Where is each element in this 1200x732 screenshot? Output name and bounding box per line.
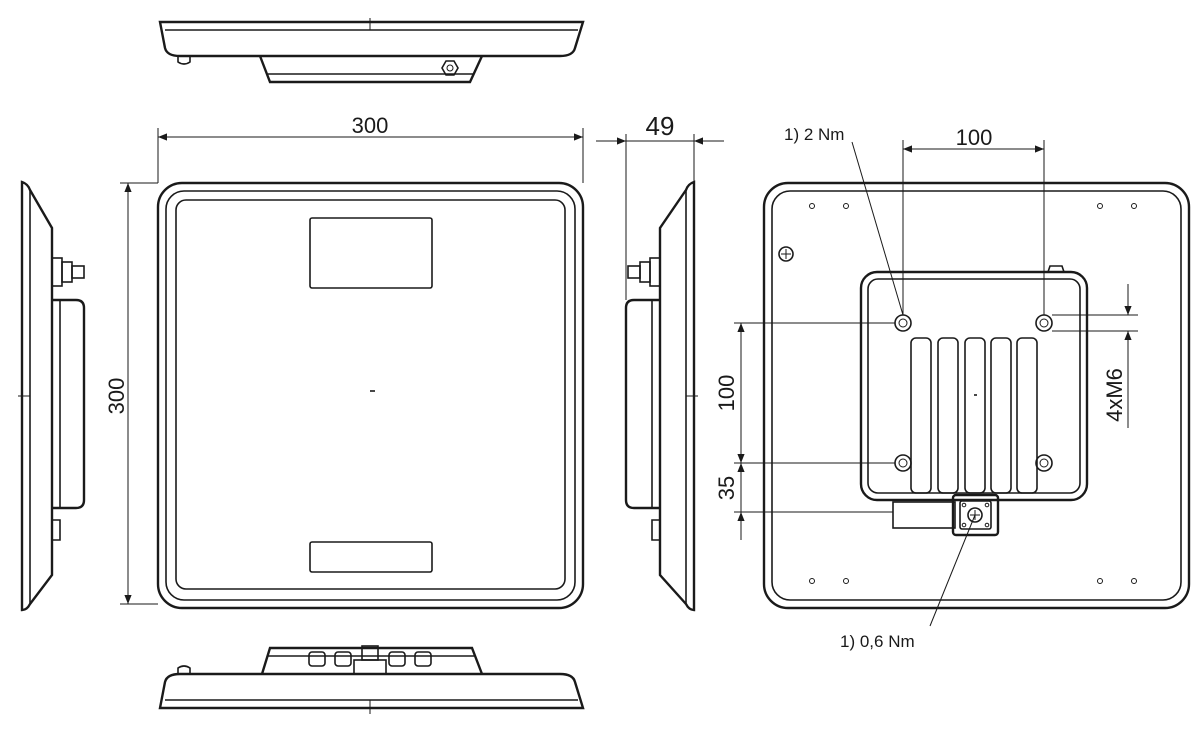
dim-depth	[596, 134, 724, 300]
right-side-view	[624, 180, 698, 612]
dim-front-height	[120, 182, 158, 605]
back-height-label: 100	[714, 375, 739, 412]
front-view	[156, 181, 585, 610]
fin-ends	[308, 651, 432, 667]
back-offset-label: 35	[714, 476, 739, 500]
back-width-label: 100	[956, 125, 993, 150]
dim-back-height	[734, 322, 895, 464]
front-height-label: 300	[104, 378, 129, 415]
dim-thread	[1052, 284, 1138, 428]
dim-back-width	[902, 140, 1045, 315]
dim-front-width	[157, 128, 584, 183]
cooling-fins	[910, 337, 1038, 494]
torque-leader-top	[851, 141, 904, 316]
mount-hole-icon	[1035, 314, 1053, 332]
connector-icon	[627, 257, 661, 287]
dim-back-offset	[734, 463, 893, 540]
mount-hole-icon	[894, 314, 912, 332]
ground-screw-icon	[778, 246, 794, 262]
bottom-label-area	[309, 541, 433, 573]
mount-hole-icon	[894, 454, 912, 472]
top-label-area	[309, 217, 433, 289]
label-plate	[892, 501, 956, 529]
torque-leader-bottom	[929, 514, 976, 627]
mount-torque-note: 1) 2 Nm	[784, 125, 844, 144]
front-width-label: 300	[352, 113, 389, 138]
bottom-view	[158, 645, 585, 714]
thread-label: 4xM6	[1102, 368, 1127, 422]
connector-torque-note: 1) 0,6 Nm	[840, 632, 915, 651]
hex-nut-icon	[441, 60, 459, 76]
depth-label: 49	[646, 111, 675, 141]
connector-icon	[353, 645, 387, 675]
back-view	[762, 181, 1191, 610]
connector-icon	[951, 493, 1000, 537]
top-view	[158, 18, 585, 84]
connector-icon	[51, 257, 85, 287]
left-side-view	[18, 180, 86, 612]
mount-hole-icon	[1035, 454, 1053, 472]
